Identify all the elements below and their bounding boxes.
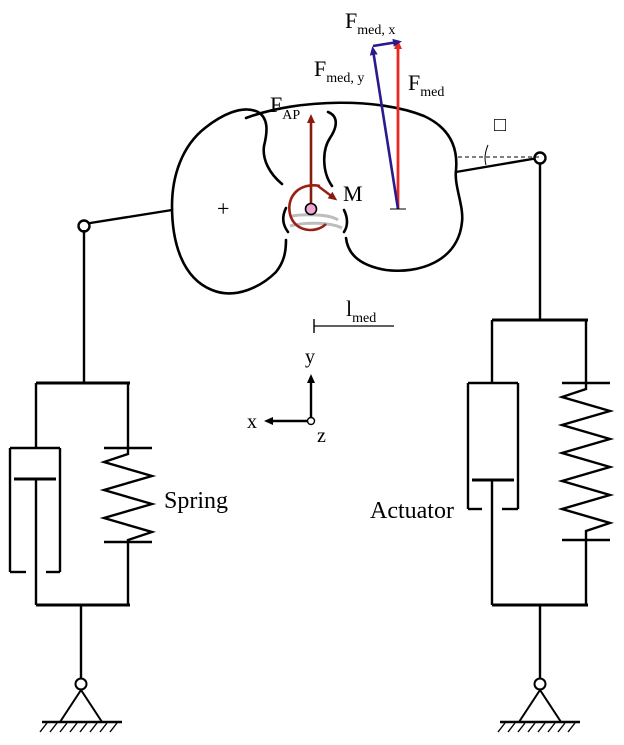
right-ground-support bbox=[497, 677, 580, 733]
axis-z-label: z bbox=[317, 425, 326, 447]
f-med-y-label: Fmed, y bbox=[314, 56, 364, 86]
coordinate-axes bbox=[264, 374, 316, 426]
left-ground-support bbox=[39, 677, 122, 733]
right-actuator-spring-unit bbox=[466, 164, 615, 680]
center-point bbox=[304, 202, 318, 216]
left-spring-damper-unit bbox=[8, 230, 157, 680]
f-ap-label: FAP bbox=[270, 92, 300, 123]
angle-arc bbox=[484, 144, 489, 166]
f-med-label: Fmed bbox=[408, 70, 444, 100]
axis-y-label: y bbox=[305, 346, 315, 368]
axis-x-label: x bbox=[247, 411, 257, 433]
moment-symbol bbox=[288, 184, 338, 232]
f-med-x-arrow bbox=[372, 38, 402, 48]
plus-sign: + bbox=[217, 196, 229, 221]
tibial-plateau bbox=[170, 101, 464, 295]
l-med-label: lmed bbox=[346, 296, 376, 326]
actuator-label: Actuator bbox=[370, 498, 454, 524]
left-top-hinge bbox=[77, 219, 91, 233]
angle-symbol: □ bbox=[494, 114, 506, 136]
center-cartilage bbox=[289, 213, 343, 230]
l-med-dimension bbox=[313, 319, 394, 333]
right-link bbox=[455, 156, 539, 174]
spring-label: Spring bbox=[164, 488, 228, 514]
right-top-hinge bbox=[533, 151, 547, 165]
left-link bbox=[83, 208, 173, 226]
f-med-x-label: Fmed, x bbox=[345, 8, 395, 38]
moment-label: M bbox=[343, 181, 363, 206]
f-med-y-arrow bbox=[369, 46, 400, 210]
